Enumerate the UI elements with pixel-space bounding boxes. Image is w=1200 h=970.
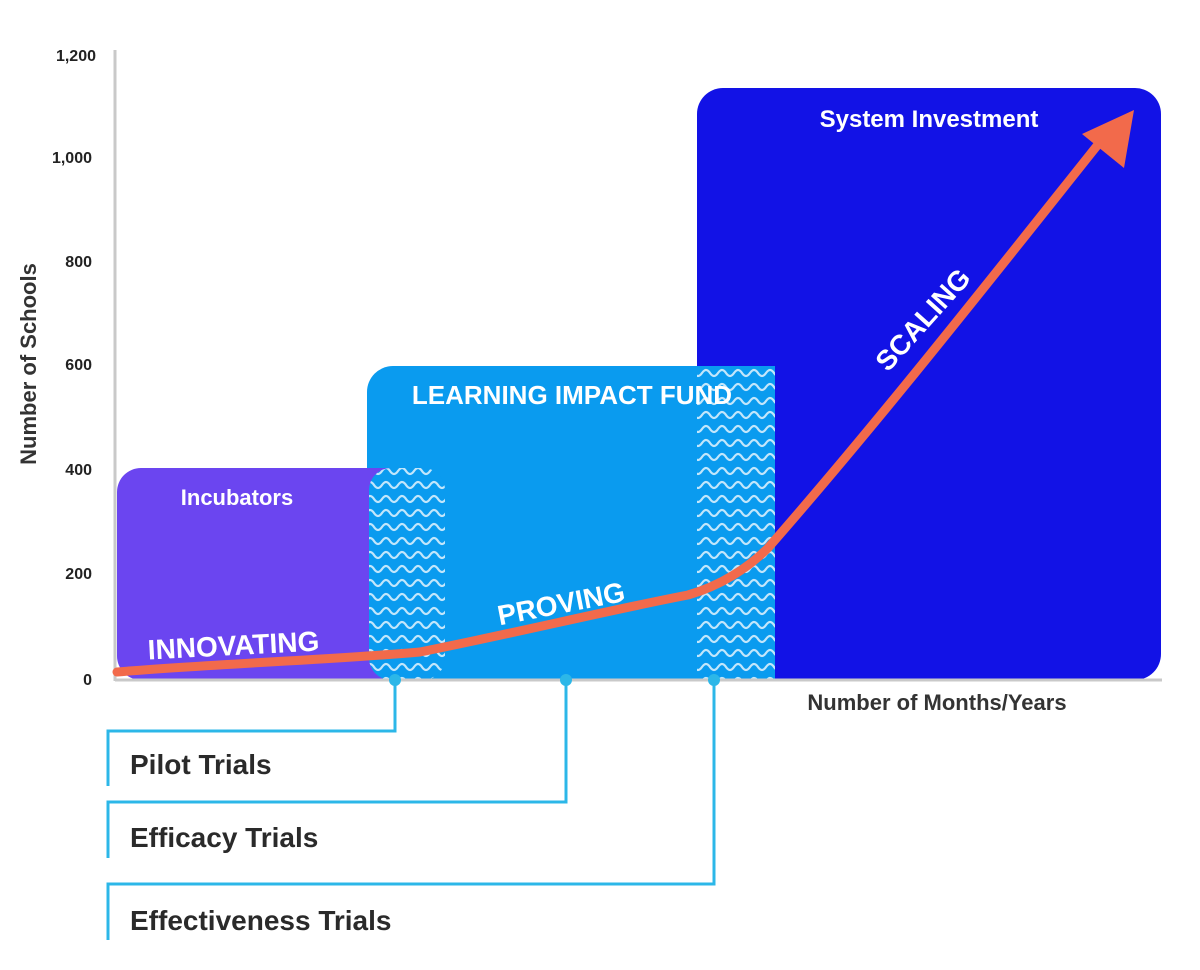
- y-tick-1000: 1,000: [52, 150, 92, 167]
- y-tick-200: 200: [65, 566, 92, 583]
- incubator-fund-overlap-pattern: [369, 468, 445, 680]
- effectiveness-trials-label: Effectiveness Trials: [130, 905, 391, 936]
- growth-arrow-head: [1082, 110, 1134, 168]
- learning-impact-fund-label: LEARNING IMPACT FUND: [412, 380, 732, 410]
- y-tick-0: 0: [83, 672, 92, 689]
- y-tick-800: 800: [65, 254, 92, 271]
- incubators-box: [117, 468, 445, 680]
- system-investment-label: System Investment: [820, 106, 1039, 133]
- incubators-label: Incubators: [181, 485, 293, 510]
- system-investment-box: [697, 88, 1161, 680]
- pilot-trials-marker: [389, 674, 401, 686]
- y-axis-title: Number of Schools: [16, 263, 41, 465]
- effectiveness-trials-marker: [708, 674, 720, 686]
- effectiveness-trials-bracket: [106, 680, 716, 940]
- efficacy-trials-label: Efficacy Trials: [130, 822, 318, 853]
- x-axis-title: Number of Months/Years: [807, 690, 1066, 715]
- efficacy-trials-marker: [560, 674, 572, 686]
- y-tick-1200: 1,200: [56, 48, 96, 65]
- pilot-trials-label: Pilot Trials: [130, 749, 272, 780]
- pilot-trials-bracket: [106, 680, 397, 786]
- y-tick-400: 400: [65, 462, 92, 479]
- fund-system-overlap-pattern: [697, 366, 775, 680]
- growth-arrow-line: [112, 137, 1105, 677]
- efficacy-trials-bracket: [106, 680, 568, 858]
- y-tick-600: 600: [65, 357, 92, 374]
